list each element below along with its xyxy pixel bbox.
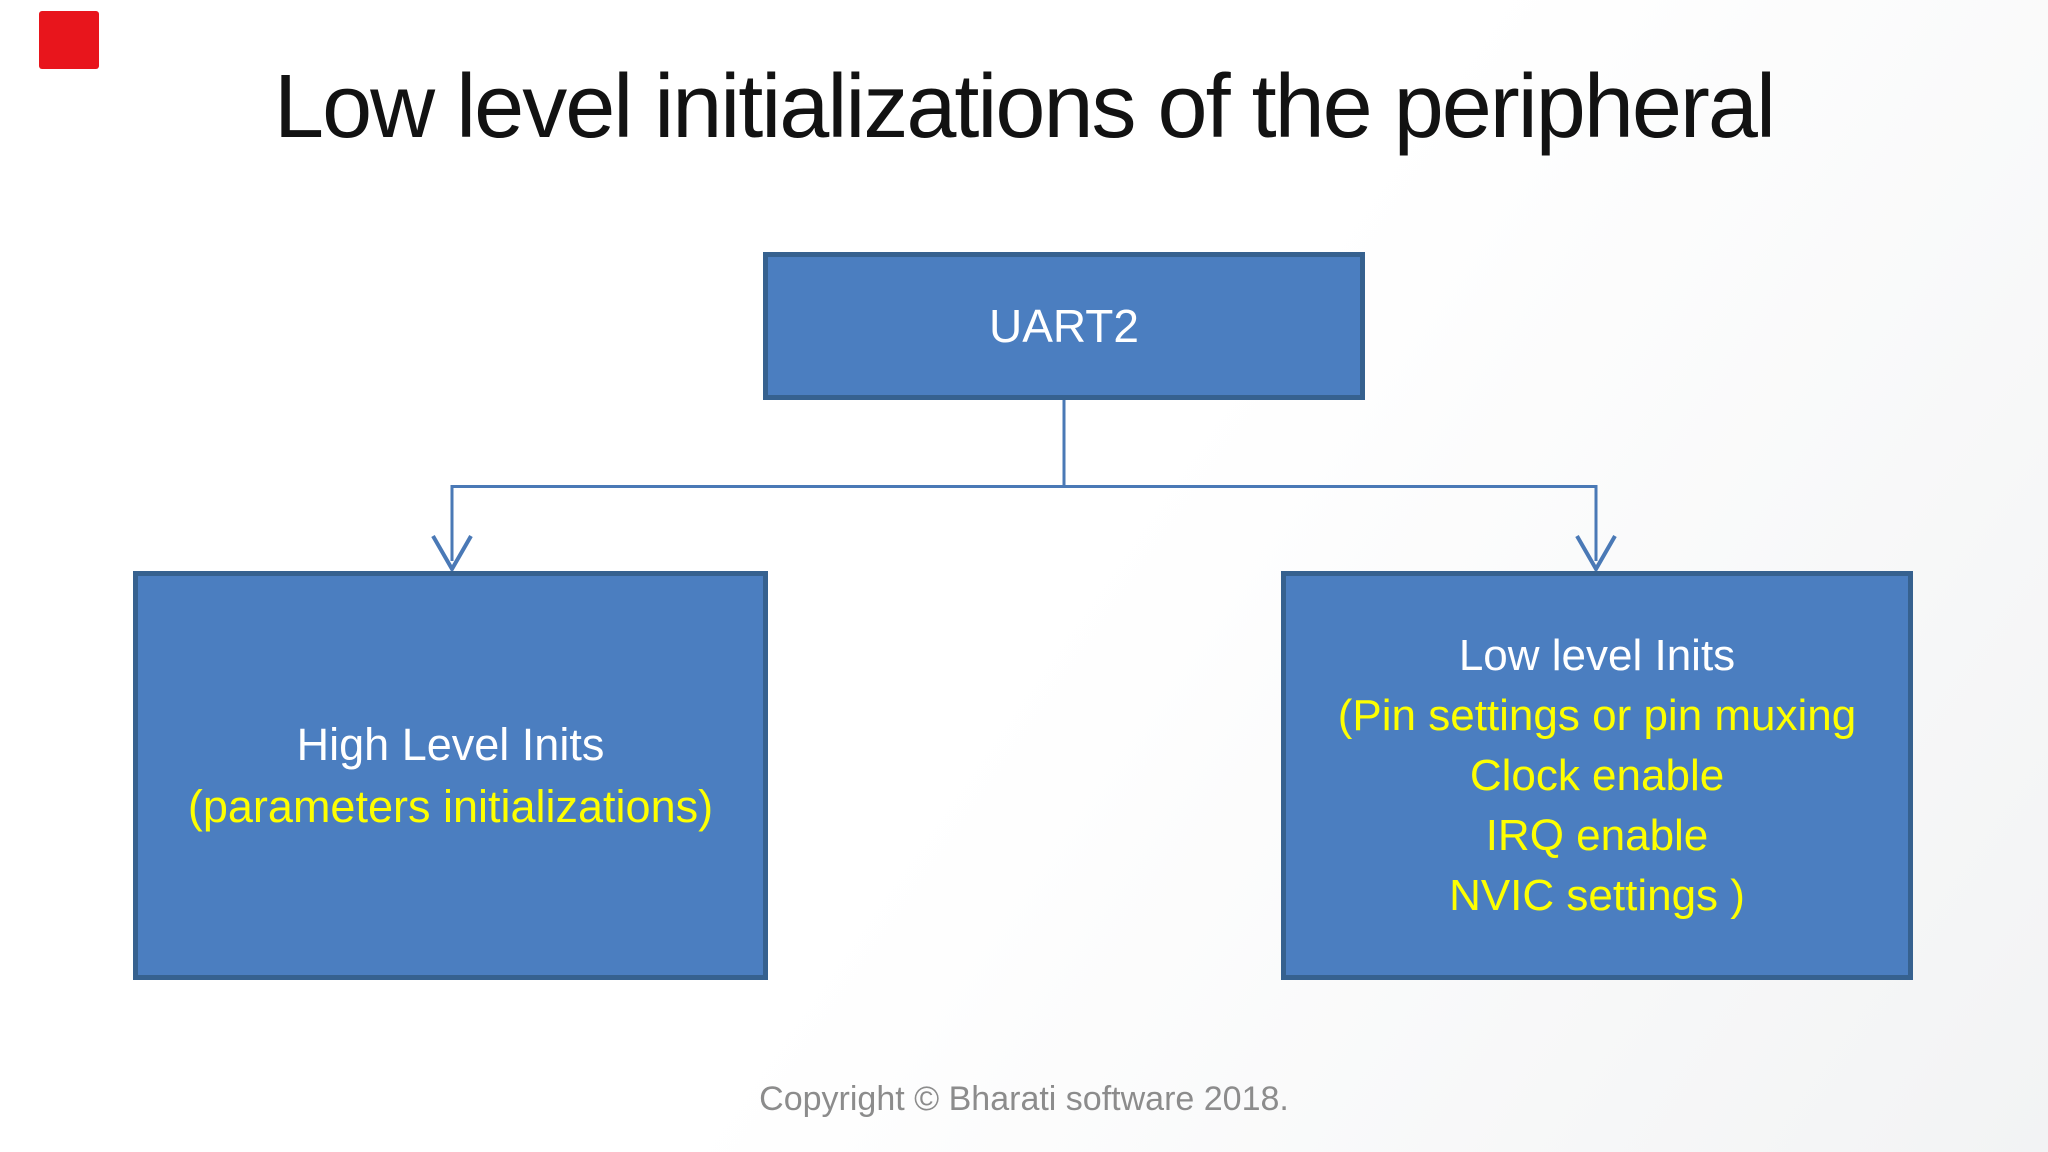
node-line: Low level Inits [1458, 630, 1736, 680]
node-uart2-label: UART2 [989, 300, 1139, 352]
node-line: (Pin settings or pin muxing [1337, 690, 1857, 740]
node-low-level-inits: Low level Inits (Pin settings or pin mux… [1281, 571, 1913, 980]
connector-arrows [431, 398, 1617, 574]
node-line: IRQ enable [1485, 810, 1709, 860]
node-line: (parameters initializations) [187, 780, 714, 832]
node-line: Clock enable [1469, 750, 1725, 800]
node-uart2: UART2 [763, 252, 1365, 400]
node-line: NVIC settings ) [1449, 870, 1745, 920]
arrowhead-down-right-icon [1575, 535, 1617, 574]
node-high-level-inits: High Level Inits (parameters initializat… [133, 571, 768, 980]
slide-title: Low level initializations of the periphe… [274, 57, 1776, 157]
arrowhead-down-left-icon [431, 535, 473, 574]
record-indicator-icon [39, 11, 99, 69]
node-line: High Level Inits [296, 718, 605, 770]
copyright-footer: Copyright © Bharati software 2018. [759, 1080, 1289, 1118]
